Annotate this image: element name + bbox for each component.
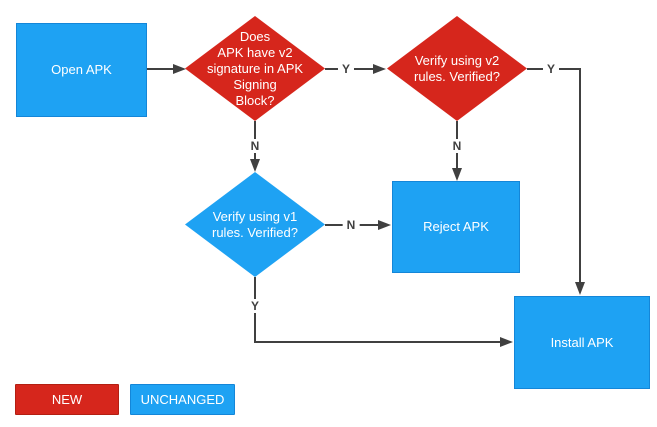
legend-new-label: NEW <box>51 392 83 407</box>
edge-label-no-hasv2-to-verifyv1: N <box>246 139 264 153</box>
arrowhead-hasv2-to-verifyv2 <box>373 64 386 74</box>
legend-unchanged-label: UNCHANGED <box>140 392 225 407</box>
node-open-apk-label: Open APK <box>51 62 112 77</box>
node-reject-apk: Reject APK <box>392 181 520 273</box>
edge-verifyv1-to-install <box>254 277 501 343</box>
decision-verify-v2-rules-label: Verify using v2 rules. Verified? <box>414 52 500 84</box>
edge-verifyv2-to-install <box>527 68 581 283</box>
edge-label-no-verifyv1-to-reject: N <box>342 218 360 232</box>
node-open-apk: Open APK <box>16 23 147 117</box>
node-install-apk: Install APK <box>514 296 650 389</box>
edge-label-yes-verifyv2-to-install: Y <box>542 62 560 76</box>
arrowhead-open-to-hasv2 <box>173 64 186 74</box>
arrowhead-verifyv2-to-install <box>575 282 585 295</box>
arrowhead-hasv2-to-verifyv1 <box>250 159 260 172</box>
decision-has-v2-signature-label: Does APK have v2 signature in APK Signin… <box>206 28 304 108</box>
edge-label-yes-hasv2-to-verifyv2: Y <box>337 62 355 76</box>
arrowhead-verifyv2-to-reject <box>452 168 462 181</box>
legend-new: NEW <box>15 384 119 415</box>
node-reject-apk-label: Reject APK <box>423 219 489 234</box>
edge-label-yes-verifyv1-to-install: Y <box>246 299 264 313</box>
arrowhead-verifyv1-to-reject <box>378 220 391 230</box>
decision-verify-v1-rules-label: Verify using v1 rules. Verified? <box>212 208 298 240</box>
node-install-apk-label: Install APK <box>550 334 614 350</box>
edge-label-no-verifyv2-to-reject: N <box>448 139 466 153</box>
arrowhead-verifyv1-to-install <box>500 337 513 347</box>
legend-unchanged: UNCHANGED <box>130 384 235 415</box>
